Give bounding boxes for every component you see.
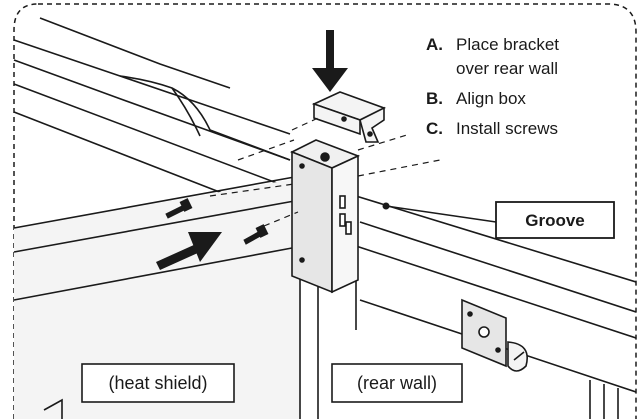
detail-dashed-border [13,3,637,419]
rear-wall-label: (rear wall) [331,363,463,403]
step-c-line-1: Install screws [456,119,558,138]
heat-shield-label: (heat shield) [81,363,235,403]
alignment-lines [209,117,441,227]
hinge [461,298,528,372]
bracket [311,91,387,143]
groove-callout-box [495,201,615,239]
screw-bottom [243,224,269,245]
step-a-line-1: Place bracket [456,35,559,54]
step-a-line-2: over rear wall [456,59,558,78]
step-b-letter: B. [426,89,443,108]
groove-callout: Groove [495,201,615,239]
screw-left [165,198,193,219]
groove-callout-label: Groove [525,211,585,230]
step-a-letter: A. [426,35,443,54]
step-b-line-1: Align box [456,89,526,108]
heat-shield-text: (heat shield) [108,373,207,393]
step-c-letter: C. [426,119,443,138]
groove-leader-line [385,205,497,223]
rear-wall-text: (rear wall) [357,373,437,393]
top-rail [13,17,291,201]
junction-box [290,139,361,294]
step-list: A. Place bracket over rear wall B. Align… [426,35,559,138]
insert-arrow-icon [156,232,222,270]
down-arrow-icon [312,30,348,92]
